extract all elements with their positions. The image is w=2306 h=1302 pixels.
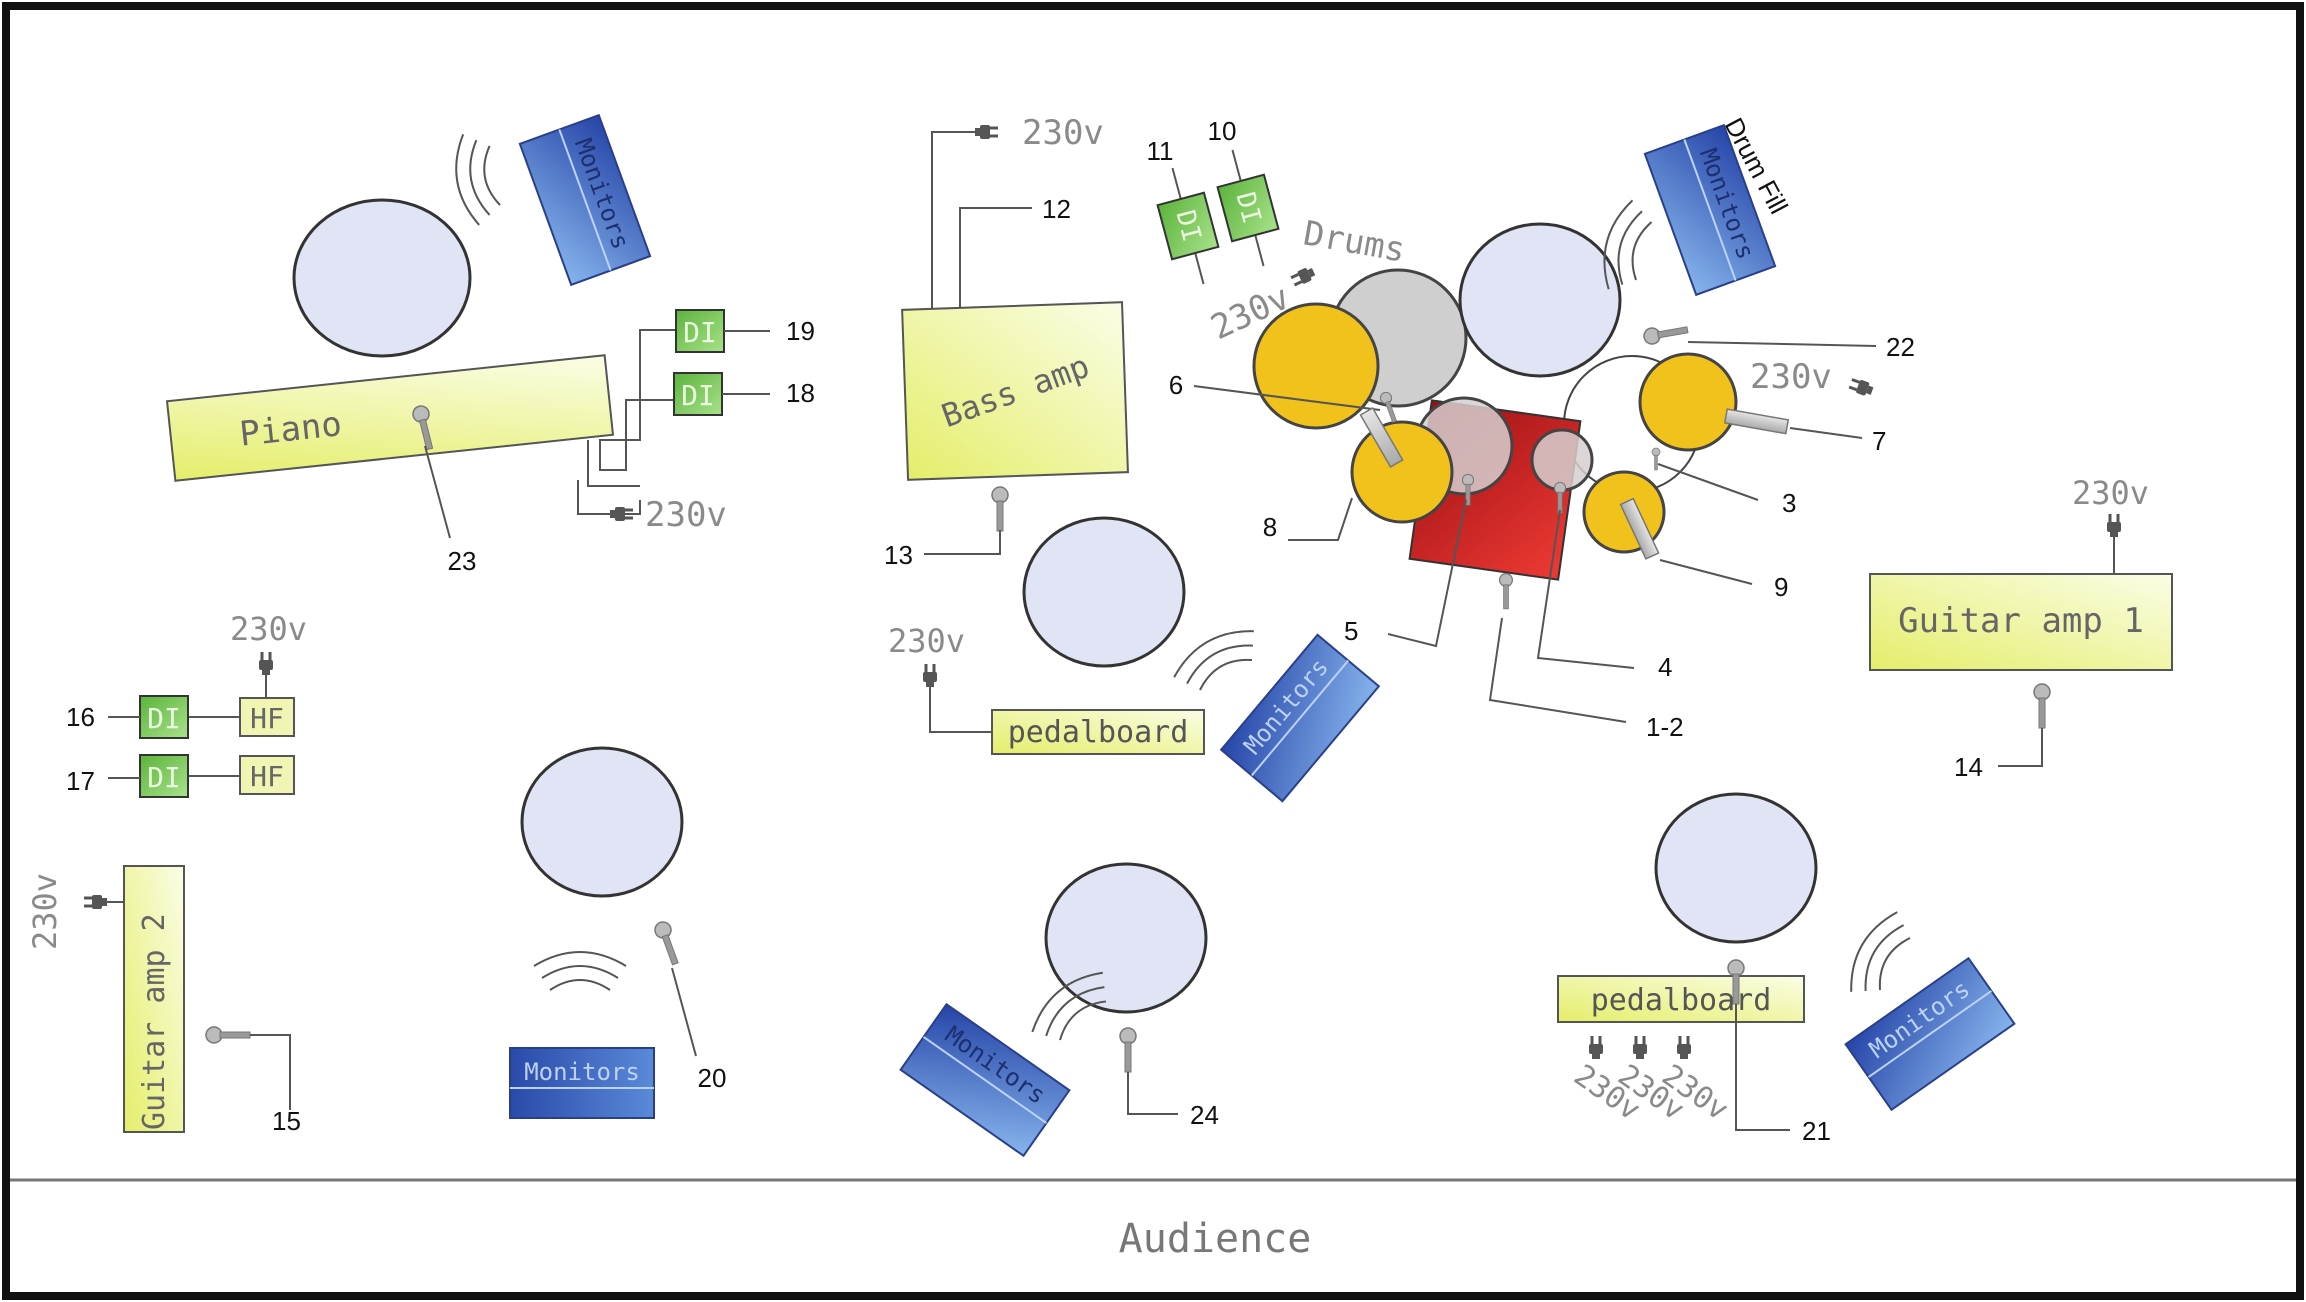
- svg-text:HF: HF: [250, 760, 284, 793]
- power-label: 230v: [645, 495, 727, 535]
- bass-amp: Bass amp: [901, 301, 1129, 481]
- channel-3: 3: [1782, 488, 1796, 518]
- channel-23: 23: [448, 546, 477, 576]
- svg-text:DI: DI: [681, 379, 715, 412]
- hf-box-2: HF: [239, 755, 295, 795]
- channel-17: 17: [66, 766, 95, 796]
- channel-4: 4: [1658, 652, 1672, 682]
- performer-right: [1654, 792, 1818, 944]
- power-label: 230v: [1750, 357, 1832, 397]
- piano: Piano: [165, 354, 615, 482]
- audience-label: Audience: [1119, 1216, 1312, 1262]
- power-label: 230v: [230, 610, 307, 648]
- di-17: DI: [139, 754, 189, 798]
- svg-text:DI: DI: [683, 316, 717, 349]
- channel-18: 18: [786, 378, 815, 408]
- channel-12: 12: [1042, 194, 1071, 224]
- svg-text:Guitar amp 2: Guitar amp 2: [137, 913, 172, 1130]
- pedalboard-guitar: pedalboard: [1557, 975, 1805, 1023]
- channel-19: 19: [786, 316, 815, 346]
- di-10: DI: [1216, 149, 1280, 267]
- power-label: 230v: [26, 873, 64, 950]
- monitor-piano: Monitors: [518, 113, 652, 287]
- mic-8: [1359, 406, 1404, 468]
- monitor-left: Monitors: [509, 1047, 655, 1119]
- svg-text:DI: DI: [147, 702, 181, 735]
- channel-1-2: 1-2: [1646, 712, 1684, 742]
- di-16: DI: [139, 695, 189, 739]
- svg-text:DI: DI: [147, 761, 181, 794]
- cymbal-left: [1350, 420, 1454, 524]
- cymbal-right: [1638, 352, 1738, 452]
- svg-text:pedalboard: pedalboard: [1008, 715, 1189, 750]
- mic-9: [1619, 497, 1660, 560]
- channel-7: 7: [1872, 426, 1886, 456]
- di-19: DI: [675, 309, 725, 353]
- channel-22: 22: [1886, 332, 1915, 362]
- svg-text:Monitors: Monitors: [524, 1058, 640, 1086]
- performer-piano: [292, 198, 472, 358]
- channel-10: 10: [1208, 116, 1237, 146]
- channel-6: 6: [1169, 370, 1183, 400]
- channel-14: 14: [1954, 752, 1983, 782]
- channel-13: 13: [884, 540, 913, 570]
- svg-text:Guitar amp 1: Guitar amp 1: [1898, 601, 2144, 641]
- di-18: DI: [673, 372, 723, 416]
- tom-2: [1530, 428, 1594, 492]
- performer-center: [1044, 862, 1208, 1014]
- guitar-amp-1: Guitar amp 1: [1869, 573, 2173, 671]
- guitar-amp-2: Guitar amp 2: [123, 865, 185, 1133]
- channel-16: 16: [66, 702, 95, 732]
- channel-8: 8: [1263, 512, 1277, 542]
- power-label: 230v: [2072, 474, 2149, 512]
- pedalboard-bass: pedalboard: [991, 709, 1205, 755]
- power-label: 230v: [888, 622, 965, 660]
- channel-24: 24: [1190, 1100, 1219, 1130]
- power-label: 230v: [1022, 113, 1104, 153]
- svg-text:pedalboard: pedalboard: [1591, 983, 1772, 1018]
- performer-bass: [1022, 516, 1186, 668]
- channel-20: 20: [698, 1063, 727, 1093]
- performer-drummer: [1458, 222, 1622, 378]
- di-11: DI: [1156, 167, 1220, 285]
- channel-21: 21: [1802, 1116, 1831, 1146]
- channel-5: 5: [1344, 616, 1358, 646]
- channel-9: 9: [1774, 572, 1788, 602]
- svg-text:HF: HF: [250, 702, 284, 735]
- performer-left: [520, 746, 684, 898]
- mic-7: [1723, 408, 1790, 435]
- hf-box-1: HF: [239, 697, 295, 737]
- cymbal-hihat: [1252, 302, 1380, 430]
- channel-15: 15: [272, 1106, 301, 1136]
- channel-11: 11: [1147, 136, 1174, 166]
